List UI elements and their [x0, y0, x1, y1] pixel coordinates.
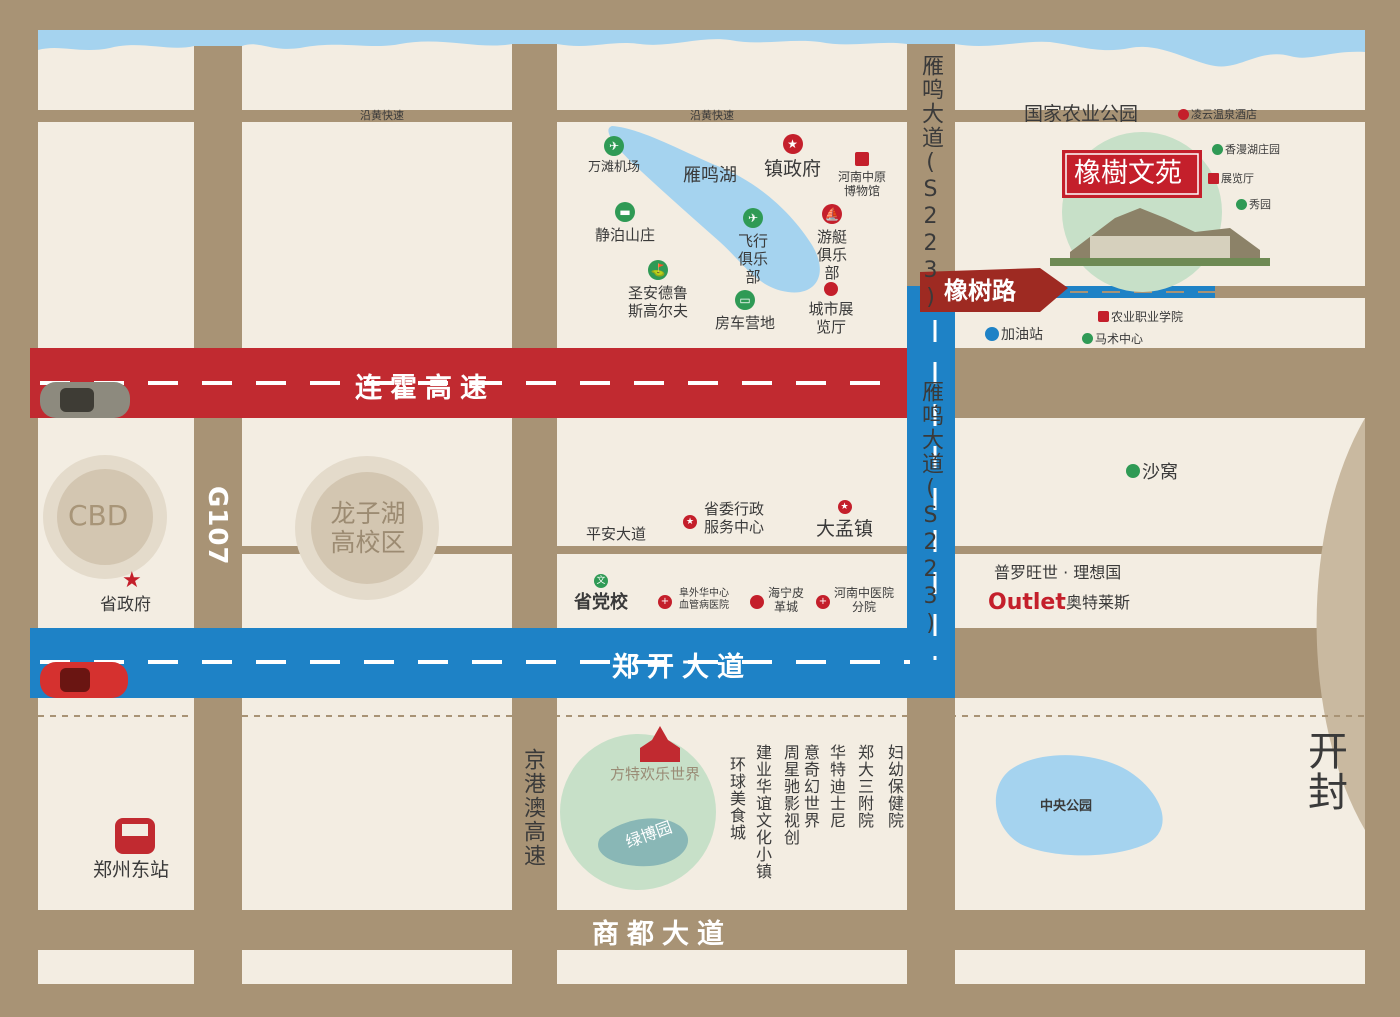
road-pingan: 平安大道 [586, 525, 647, 543]
poi-yacht-club: ⛵ 游艇俱乐部 [810, 204, 854, 282]
area-yanminghu: 雁鸣湖 [683, 165, 737, 186]
plane-icon: ✈ [743, 208, 763, 228]
boat-icon: ⛵ [822, 204, 842, 224]
poi-global-food: 环球美食城 [727, 756, 746, 841]
horse-icon [1082, 333, 1093, 344]
poi-huatediki: 华特迪士尼 [827, 744, 846, 829]
road-lianhuo: 连霍高速 [355, 373, 495, 404]
area-fangte: 方特欢乐世界 [610, 765, 701, 783]
road-jinggangao: 京港澳高速 [520, 748, 545, 868]
book-icon: 文 [594, 574, 608, 588]
poi-puluo: 普罗旺世 · 理想国 [994, 563, 1122, 582]
poi-rv-camp: ▭ 房车营地 [715, 290, 775, 332]
road-yanhuang-2: 沿黄快速 [690, 109, 734, 122]
cross-icon: + [658, 594, 672, 609]
school-icon [1098, 311, 1109, 322]
project-park: 国家农业公园 [1024, 103, 1139, 125]
project-name: 橡樹文苑 [1074, 158, 1182, 189]
poi-maternal: 妇幼保健院 [885, 744, 904, 829]
road-yanhuang-1: 沿黄快速 [360, 109, 404, 122]
poi-museum: 河南中原博物馆 [836, 152, 888, 199]
shop-icon [750, 594, 764, 609]
poi-jianye: 建业华谊文化小镇 [753, 744, 772, 880]
rv-icon: ▭ [735, 290, 755, 310]
star-icon: ★ [782, 134, 803, 154]
poi-admin-center: ★ 省委行政服务中心 [683, 500, 767, 536]
poi-dameng: ★ 大孟镇 [816, 500, 874, 540]
area-kaifeng: 开封 [1301, 730, 1347, 812]
poi-haining: 海宁皮革城 [750, 586, 804, 615]
poi-provincial-gov: 省政府 [100, 595, 151, 615]
poi-xiuyuan: 秀园 [1236, 196, 1271, 212]
poi-flying-club: ✈ 飞行俱乐部 [731, 208, 775, 286]
poi-shawo: 沙窝 [1126, 458, 1178, 484]
tree-icon [1236, 198, 1247, 210]
road-yanming-mid: 雁鸣大道(S223) [918, 380, 943, 638]
star-icon: ★ [122, 568, 142, 593]
exhibit-icon [824, 282, 838, 296]
poi-fuwai: + 阜外华中心血管病医院 [658, 588, 732, 612]
road-xiangshu: 橡树路 [944, 277, 1016, 305]
exhibit-icon [1208, 172, 1219, 184]
poi-party-school: 文 省党校 [574, 574, 628, 613]
cross-icon: + [816, 594, 830, 609]
star-icon: ★ [837, 500, 852, 514]
poi-east-station: 郑州东站 [93, 859, 170, 881]
poi-zhouxingchi: 周星驰影视创 [781, 744, 800, 846]
poi-agri-college: 农业职业学院 [1098, 308, 1183, 325]
area-central-park: 中央公园 [1040, 799, 1093, 814]
poi-airport: ✈ 万滩机场 [588, 136, 640, 176]
poi-xiangman: 香漫湖庄园 [1212, 141, 1280, 157]
poi-city-exhibit: 城市展览厅 [808, 282, 854, 336]
gas-icon [985, 327, 999, 341]
poi-town-gov: ★ 镇政府 [764, 134, 821, 181]
road-zhengkai: 郑开大道 [612, 652, 752, 683]
road-shangdu: 商都大道 [592, 919, 732, 950]
golf-icon: ⛳ [648, 260, 668, 280]
leaf-icon [1212, 143, 1223, 155]
leaf-icon [1126, 464, 1140, 478]
poi-jingbo: ▬ 静泊山庄 [595, 202, 655, 244]
museum-icon [855, 152, 869, 166]
poi-fantasy: 意奇幻世界 [801, 744, 820, 829]
road-yanming-top: 雁鸣大道(S223) [918, 54, 943, 312]
poi-zd-hospital: 郑大三附院 [855, 744, 874, 829]
star-icon: ★ [683, 515, 697, 529]
area-cbd: CBD [68, 499, 129, 532]
poi-lingyun: 凌云温泉酒店 [1178, 106, 1257, 122]
poi-horse: 马术中心 [1082, 330, 1143, 347]
poi-outlet-brand: Outlet [988, 590, 1066, 615]
poi-tcm: + 河南中医院分院 [816, 586, 894, 615]
bed-icon: ▬ [615, 202, 635, 222]
area-longzihu: 龙子湖高校区 [330, 499, 406, 557]
poi-gas: 加油站 [985, 324, 1043, 344]
hotel-icon [1178, 108, 1189, 120]
poi-outlet-cn: 奥特莱斯 [1066, 593, 1131, 612]
poi-golf: ⛳ 圣安德鲁斯高尔夫 [628, 260, 688, 320]
road-g107: G107 [202, 486, 232, 566]
airplane-icon: ✈ [604, 136, 624, 156]
poi-exhibit: 展览厅 [1208, 170, 1254, 186]
